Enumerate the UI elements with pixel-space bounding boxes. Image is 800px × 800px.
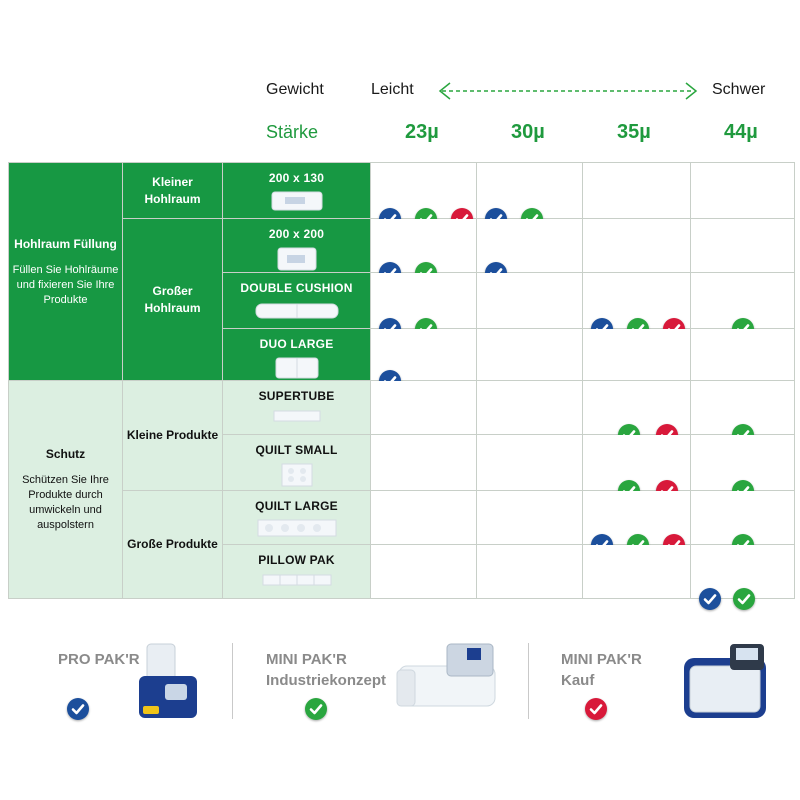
thickness-30: 30µ <box>511 121 545 143</box>
thickness-44: 44µ <box>724 121 758 143</box>
product-matrix: Hohlraum Füllung Füllen Sie Hohlräume un… <box>8 162 795 610</box>
category-title: Schutz <box>45 447 86 461</box>
machine-mini-pakr-buy-subtitle: Kauf <box>561 672 595 689</box>
compatibility-cell <box>690 544 795 610</box>
compatibility-cell <box>582 272 691 340</box>
subcategory-large-products: Große Produkte <box>122 490 223 599</box>
category-description: Füllen Sie Hohlräume und fixieren Sie Ih… <box>12 263 119 306</box>
product-200x200: 200 x 200 <box>222 218 371 273</box>
product-quilt-small: QUILT SMALL <box>222 434 371 491</box>
thickness-35: 35µ <box>617 121 651 143</box>
compatibility-cell <box>370 490 477 545</box>
air-bag-icon <box>277 247 316 271</box>
compatibility-cell <box>582 218 691 273</box>
mini-pakr-buy-machine-icon <box>684 644 766 718</box>
machine-mini-pakr-industrial-check <box>305 698 327 720</box>
machine-mini-pakr-buy-check <box>585 698 607 720</box>
compatibility-cell <box>370 162 477 230</box>
compatibility-cell <box>690 272 795 340</box>
category-title: Hohlraum Füllung <box>14 236 117 251</box>
compatibility-cell <box>476 490 583 545</box>
category-cavity-fill: Hohlraum Füllung Füllen Sie Hohlräume un… <box>8 162 123 381</box>
machine-pro-pakr-title: PRO PAK'R <box>58 651 140 668</box>
thickness-23: 23µ <box>405 121 439 143</box>
product-quilt-large: QUILT LARGE <box>222 490 371 545</box>
compatibility-cell <box>690 328 795 381</box>
air-quilt-icon <box>257 519 336 537</box>
product-200x130: 200 x 130 <box>222 162 371 219</box>
thickness-label: Stärke <box>266 122 319 142</box>
category-protection: Schutz Schützen Sie Ihre Produkte durch … <box>8 380 123 599</box>
weight-arrow-icon <box>438 82 698 100</box>
red-check-icon <box>585 698 607 720</box>
compatibility-cell <box>476 272 583 329</box>
air-quilt-icon <box>281 463 312 487</box>
compatibility-cell <box>370 380 477 435</box>
compatibility-cell <box>476 380 583 435</box>
machine-pro-pakr-check <box>67 698 89 720</box>
subcategory-large-cavity: Großer Hohlraum <box>122 218 223 381</box>
compatibility-cell <box>370 434 477 491</box>
machine-mini-pakr-industrial-title: MINI PAK'R <box>266 651 347 668</box>
compatibility-cell <box>690 162 795 219</box>
compatibility-cell <box>690 490 795 556</box>
product-pillow-pak: PILLOW PAK <box>222 544 371 599</box>
divider <box>528 643 529 719</box>
compatibility-cell <box>582 328 691 381</box>
compatibility-cell <box>582 544 691 599</box>
compatibility-cell <box>690 380 795 446</box>
product-supertube: SUPERTUBE <box>222 380 371 435</box>
pro-pakr-machine-icon <box>139 643 197 718</box>
air-tube-icon <box>273 410 320 422</box>
air-pillow-icon <box>262 574 331 586</box>
subcategory-small-products: Kleine Produkte <box>122 380 223 491</box>
heavy-label: Schwer <box>712 81 766 98</box>
compatibility-cell <box>582 490 691 556</box>
compatibility-cell <box>476 434 583 491</box>
product-duo-large: DUO LARGE <box>222 328 371 381</box>
blue-check-icon <box>67 698 89 720</box>
compatibility-cell <box>582 162 691 219</box>
compatibility-cell <box>690 218 795 273</box>
green-check-icon <box>305 698 327 720</box>
product-double-cushion: DOUBLE CUSHION <box>222 272 371 329</box>
subcategory-small-cavity: Kleiner Hohlraum <box>122 162 223 219</box>
compatibility-cell <box>582 380 691 446</box>
compatibility-cell <box>582 434 691 502</box>
mini-pakr-machine-icon <box>396 643 496 707</box>
compatibility-cell <box>370 218 477 284</box>
divider <box>232 643 233 719</box>
compatibility-cell <box>476 218 583 284</box>
compatibility-cell <box>476 544 583 599</box>
air-bag-icon <box>271 191 322 211</box>
compatibility-cell <box>476 328 583 381</box>
compatibility-cell <box>370 328 477 392</box>
green-check-icon <box>733 587 755 610</box>
light-label: Leicht <box>371 81 414 98</box>
machine-mini-pakr-industrial-subtitle: Industriekonzept <box>266 672 387 689</box>
compatibility-cell <box>370 544 477 599</box>
weight-label: Gewicht <box>266 81 324 98</box>
category-description: Schützen Sie Ihre Produkte durch umwicke… <box>22 474 109 531</box>
air-bag-icon <box>275 357 318 379</box>
compatibility-cell <box>370 272 477 340</box>
air-cushion-icon <box>255 303 338 319</box>
blue-check-icon <box>699 587 721 610</box>
compatibility-cell <box>690 434 795 502</box>
machine-mini-pakr-buy-title: MINI PAK'R <box>561 651 642 668</box>
compatibility-cell <box>476 162 583 230</box>
